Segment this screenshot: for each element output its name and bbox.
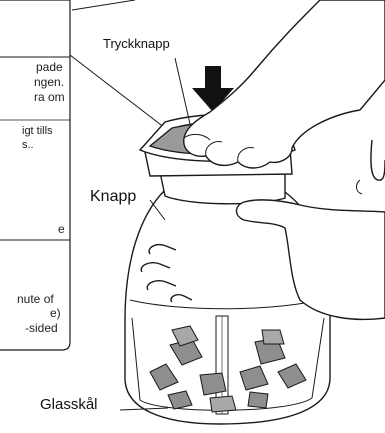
callout-line-1: pade <box>36 60 63 74</box>
callout-line-9: -sided <box>25 321 58 335</box>
push-button-label: Tryckknapp <box>103 36 170 51</box>
knob-label: Knapp <box>90 188 136 206</box>
callout-line-5: s.. <box>22 138 34 152</box>
callout-line-6: e <box>58 222 65 236</box>
callout-line-7: nute of <box>17 292 54 306</box>
callout-line-4: igt tills <box>22 124 53 138</box>
callout-line-3: ra om <box>34 90 65 104</box>
callout-pointer-lines <box>70 0 165 128</box>
callout-line-8: e) <box>50 306 61 320</box>
callout-line-2: ngen. <box>34 75 64 89</box>
push-button-pointer <box>175 58 190 124</box>
glass-bowl-label: Glasskål <box>40 396 98 413</box>
